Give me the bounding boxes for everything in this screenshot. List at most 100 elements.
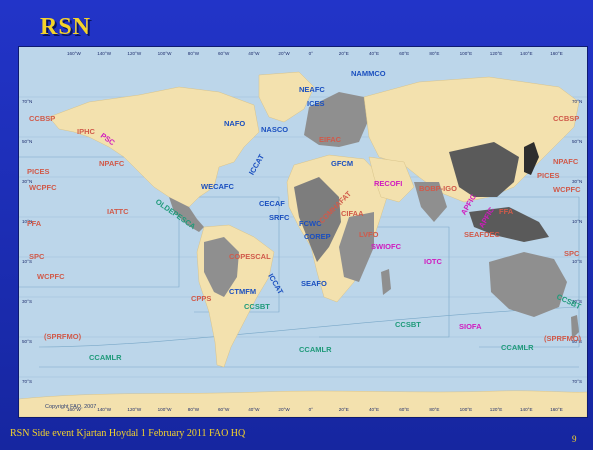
region-label-sprfmo: (SPRFMO): [44, 332, 82, 341]
bottom-tick: 120°E: [489, 407, 503, 412]
right-tick: 30°S: [572, 299, 583, 304]
top-tick: 60°W: [218, 51, 230, 56]
japan: [524, 142, 539, 175]
bottom-tick: 160°E: [550, 407, 563, 412]
antarctica: [19, 390, 587, 417]
bottom-tick: 20°W: [278, 407, 290, 412]
south-asia-members: [414, 182, 447, 222]
left-tick: 50°S: [22, 339, 33, 344]
bottom-tick: 20°E: [338, 407, 349, 412]
world-map: 160°W 140°W 120°W 100°W 80°W 60°W 40°W 20°W 0° 20…: [18, 46, 588, 418]
left-tick: 70°S: [22, 379, 33, 384]
region-label-ctmfm: CTMFM: [229, 287, 257, 296]
region-label-sprfmo: (SPRFMO): [544, 334, 582, 343]
region-label-copescal: COPESCAL: [229, 252, 271, 261]
east-africa-members: [339, 212, 374, 282]
top-tick: 140°E: [520, 51, 533, 56]
region-label-pices: PICES: [27, 167, 50, 176]
top-tick: 100°W: [157, 51, 172, 56]
left-tick: 10°S: [22, 259, 33, 264]
region-label-bobp-igo: BOBP-IGO: [419, 184, 457, 193]
region-label-wcpfc: WCPFC: [553, 185, 581, 194]
europe: [304, 92, 369, 147]
new-zealand: [571, 315, 579, 339]
region-label-pices: PICES: [537, 171, 560, 180]
region-label-ccsbt: CCSBT: [395, 320, 421, 329]
region-label-ccsbt: CCSBT: [244, 302, 270, 311]
left-tick: 30°S: [22, 299, 33, 304]
top-tick: 20°W: [278, 51, 290, 56]
top-tick: 80°W: [187, 51, 200, 56]
region-label-swiofc: SWIOFC: [371, 242, 401, 251]
central-america: [169, 197, 204, 232]
right-tick: 50°N: [572, 139, 583, 144]
right-tick: 50°S: [572, 339, 583, 344]
zone-boundaries: [19, 156, 580, 368]
map-graphic: [19, 71, 587, 417]
region-label-spc: SPC: [29, 252, 45, 261]
top-tick: 120°E: [489, 51, 503, 56]
bottom-tick: 80°E: [429, 407, 440, 412]
region-label-ccbsp: CCBSP: [29, 114, 56, 123]
region-label-siofa: SIOFA: [459, 322, 482, 331]
top-tick: 100°E: [459, 51, 473, 56]
southeast-asia: [469, 207, 549, 242]
right-tick: 70°S: [572, 379, 583, 384]
region-label-iphc: IPHC: [77, 127, 95, 136]
region-label-recofi: RECOFI: [374, 179, 403, 188]
top-tick: 60°E: [399, 51, 410, 56]
region-label-cpps: CPPS: [191, 294, 212, 303]
bottom-tick: 100°E: [459, 407, 473, 412]
north-america: [48, 86, 260, 208]
right-tick: 10°N: [572, 219, 583, 224]
region-label-eifac: EIFAC: [319, 135, 342, 144]
copyright-note: Copyright FAO, 2007: [45, 404, 97, 410]
australia: [489, 252, 567, 317]
page-number: 9: [572, 434, 577, 444]
top-tick: 20°E: [338, 51, 349, 56]
region-label-npafc: NPAFC: [99, 159, 125, 168]
region-label-cifaa: CIFAA: [341, 209, 364, 218]
bottom-tick: 40°E: [369, 407, 380, 412]
right-tick: 70°N: [572, 99, 583, 104]
bottom-tick: 0°: [308, 407, 313, 412]
south-america-members: [204, 237, 239, 297]
africa-members: [294, 177, 341, 262]
region-label-gfcm: GFCM: [331, 159, 354, 168]
bottom-tick: 160°W: [67, 407, 81, 412]
region-label-cecaf: CECAF: [259, 199, 285, 208]
region-label-ices: ICES: [307, 99, 325, 108]
bottom-tick: 40°W: [248, 407, 260, 412]
greenland: [258, 71, 315, 123]
bottom-tick: 80°W: [187, 407, 200, 412]
region-label-seafo: SEAFO: [301, 279, 327, 288]
top-tick: 160°E: [550, 51, 563, 56]
region-label-corep: COREP: [304, 232, 331, 241]
right-tick: 10°S: [572, 259, 583, 264]
footer-text: RSN Side event Kjartan Hoydal 1 February…: [10, 428, 246, 439]
region-label-npafc: NPAFC: [553, 157, 579, 166]
region-label-ffa: FFA: [27, 219, 42, 228]
top-tick: 160°W: [67, 51, 81, 56]
right-tick: 30°N: [572, 179, 583, 184]
top-tick: 0°: [308, 51, 313, 56]
top-tick: 40°W: [248, 51, 260, 56]
region-label-lvfo: LVFO: [359, 230, 379, 239]
top-tick: 80°E: [429, 51, 440, 56]
region-label-fcwc: FCWC: [299, 219, 322, 228]
left-tick: 10°N: [22, 219, 33, 224]
region-label-ccamlr: CCAMLR: [89, 353, 122, 362]
left-tick: 70°N: [22, 99, 33, 104]
region-label-seafdec: SEAFDEC: [464, 230, 500, 239]
region-label-iattc: IATTC: [107, 207, 129, 216]
top-tick: 120°W: [127, 51, 142, 56]
bottom-tick: 140°W: [97, 407, 112, 412]
slide-title: RSN: [40, 14, 92, 40]
region-label-nasco: NASCO: [261, 125, 289, 134]
bottom-tick: 120°W: [127, 407, 142, 412]
region-label-nammco: NAMMCO: [351, 69, 386, 78]
left-tick: 50°N: [22, 139, 33, 144]
bottom-tick: 140°E: [520, 407, 533, 412]
bottom-tick: 60°W: [218, 407, 230, 412]
